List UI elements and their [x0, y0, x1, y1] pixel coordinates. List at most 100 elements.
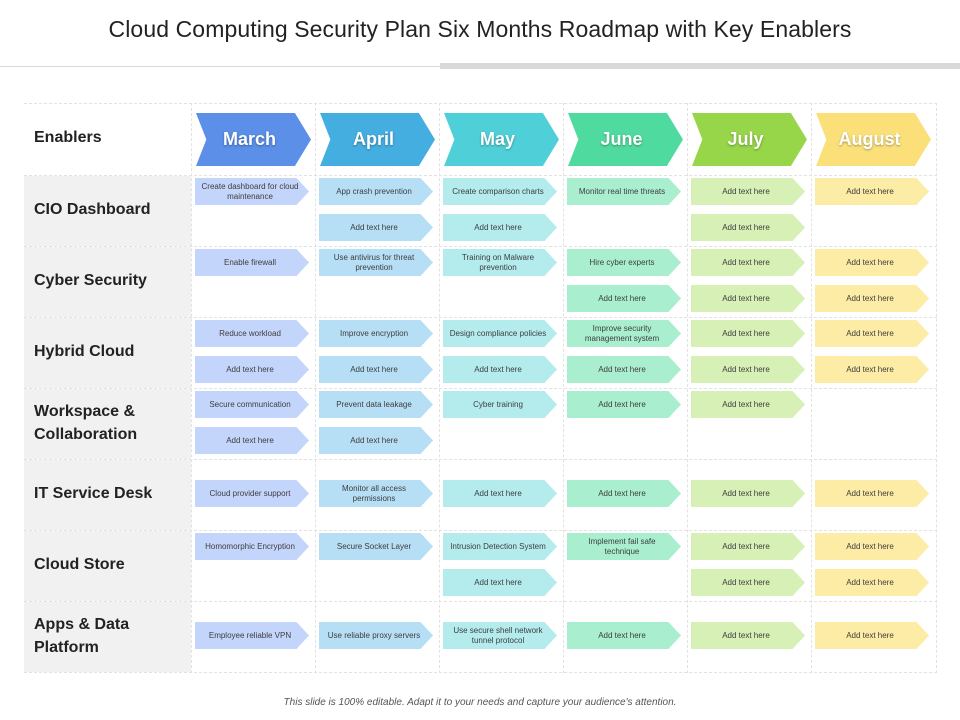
task-chip: Intrusion Detection System	[443, 533, 557, 560]
task-chip-text: Cyber training	[473, 399, 523, 409]
task-chip: Add text here	[815, 249, 929, 276]
task-chip-text: Add text here	[474, 364, 522, 374]
row-label-text: Cyber Security	[34, 272, 147, 290]
task-chip: Add text here	[691, 320, 805, 347]
task-chip-text: Monitor all access permissions	[341, 483, 407, 503]
task-chip: Design compliance policies	[443, 320, 557, 347]
grid-divider-horizontal	[24, 388, 937, 389]
grid-divider-horizontal	[24, 317, 937, 318]
task-chip-text: Intrusion Detection System	[450, 541, 546, 551]
task-chip-text: Add text here	[350, 222, 398, 232]
task-chip: Training on Malware prevention	[443, 249, 557, 276]
task-chip: Homomorphic Encryption	[195, 533, 309, 560]
row-label: Hybrid Cloud	[34, 317, 184, 388]
task-chip-text: Improve security management system	[584, 323, 660, 343]
task-chip-text: Improve encryption	[339, 328, 409, 338]
task-chip-text: Cloud provider support	[209, 488, 291, 498]
task-chip: Add text here	[815, 320, 929, 347]
task-chip-text: Add text here	[722, 328, 770, 338]
task-chip-text: Add text here	[474, 577, 522, 587]
task-chip: Implement fail safe technique	[567, 533, 681, 560]
task-chip-text: Add text here	[722, 222, 770, 232]
task-chip-text: Create comparison charts	[452, 186, 544, 196]
row-label-text: CIO Dashboard	[34, 201, 151, 219]
task-chip-text: Add text here	[598, 293, 646, 303]
task-chip-text: Add text here	[846, 186, 894, 196]
task-chip: Add text here	[691, 569, 805, 596]
task-chip-text: App crash prevention	[336, 186, 412, 196]
task-chip-text: Secure Socket Layer	[336, 541, 412, 551]
task-chip-text: Add text here	[846, 257, 894, 267]
task-chip-text: Add text here	[846, 364, 894, 374]
grid-divider-horizontal	[24, 530, 937, 531]
task-chip: Secure communication	[195, 391, 309, 418]
month-label: August	[838, 129, 901, 149]
task-chip: App crash prevention	[319, 178, 433, 205]
task-chip: Add text here	[567, 356, 681, 383]
enablers-header: Enablers	[34, 129, 102, 146]
task-chip-text: Add text here	[722, 186, 770, 196]
task-chip-text: Employee reliable VPN	[208, 630, 292, 640]
task-chip: Add text here	[691, 178, 805, 205]
task-chip: Add text here	[319, 427, 433, 454]
row-label: Cyber Security	[34, 246, 184, 317]
task-chip: Hire cyber experts	[567, 249, 681, 276]
task-chip: Add text here	[567, 622, 681, 649]
row-label-background	[24, 318, 191, 388]
task-chip: Add text here	[691, 480, 805, 507]
task-chip: Cyber training	[443, 391, 557, 418]
grid-divider-horizontal	[24, 672, 937, 673]
task-chip-text: Enable firewall	[223, 257, 277, 267]
task-chip-text: Secure communication	[209, 399, 291, 409]
row-label: CIO Dashboard	[34, 175, 184, 246]
task-chip-text: Reduce workload	[219, 328, 281, 338]
task-chip-text: Add text here	[226, 435, 274, 445]
task-chip-text: Add text here	[846, 488, 894, 498]
task-chip-text: Hire cyber experts	[589, 257, 655, 267]
task-chip: Add text here	[815, 622, 929, 649]
row-label-text: IT Service Desk	[34, 485, 153, 503]
header-divider-thick	[440, 63, 960, 69]
task-chip-text: Use reliable proxy servers	[327, 630, 421, 640]
row-label: Cloud Store	[34, 530, 184, 601]
month-header-august: August	[816, 113, 931, 166]
month-label: May	[479, 129, 515, 149]
task-chip: Add text here	[195, 427, 309, 454]
task-chip-text: Add text here	[722, 577, 770, 587]
task-chip-text: Design compliance policies	[449, 328, 547, 338]
task-chip: Add text here	[691, 214, 805, 241]
row-label-text: Workspace & Collaboration	[34, 403, 138, 443]
task-chip: Cloud provider support	[195, 480, 309, 507]
task-chip-text: Implement fail safe technique	[588, 536, 656, 556]
task-chip: Add text here	[567, 480, 681, 507]
row-label-background	[24, 602, 191, 672]
month-label: June	[600, 129, 643, 149]
grid-divider-horizontal	[24, 175, 937, 176]
task-chip-text: Add text here	[722, 399, 770, 409]
task-chip-text: Add text here	[598, 399, 646, 409]
task-chip-text: Add text here	[722, 541, 770, 551]
task-chip: Use secure shell network tunnel protocol	[443, 622, 557, 649]
task-chip-text: Add text here	[722, 630, 770, 640]
task-chip: Monitor real time threats	[567, 178, 681, 205]
task-chip-text: Add text here	[226, 364, 274, 374]
task-chip-text: Add text here	[722, 257, 770, 267]
row-label-text: Cloud Store	[34, 556, 125, 574]
task-chip: Add text here	[443, 480, 557, 507]
month-label: March	[222, 129, 276, 149]
task-chip: Enable firewall	[195, 249, 309, 276]
month-label: April	[352, 129, 394, 149]
task-chip-text: Add text here	[474, 488, 522, 498]
task-chip: Add text here	[691, 356, 805, 383]
task-chip: Add text here	[691, 533, 805, 560]
task-chip: Add text here	[443, 569, 557, 596]
task-chip-text: Training on Malware prevention	[461, 252, 535, 272]
task-chip: Add text here	[319, 356, 433, 383]
grid-divider-horizontal	[24, 103, 937, 104]
month-header-july: July	[692, 113, 807, 166]
task-chip: Add text here	[815, 533, 929, 560]
task-chip-text: Add text here	[598, 364, 646, 374]
row-label-background	[24, 389, 191, 459]
grid-divider-horizontal	[24, 246, 937, 247]
footer-note: This slide is 100% editable. Adapt it to…	[283, 697, 677, 708]
